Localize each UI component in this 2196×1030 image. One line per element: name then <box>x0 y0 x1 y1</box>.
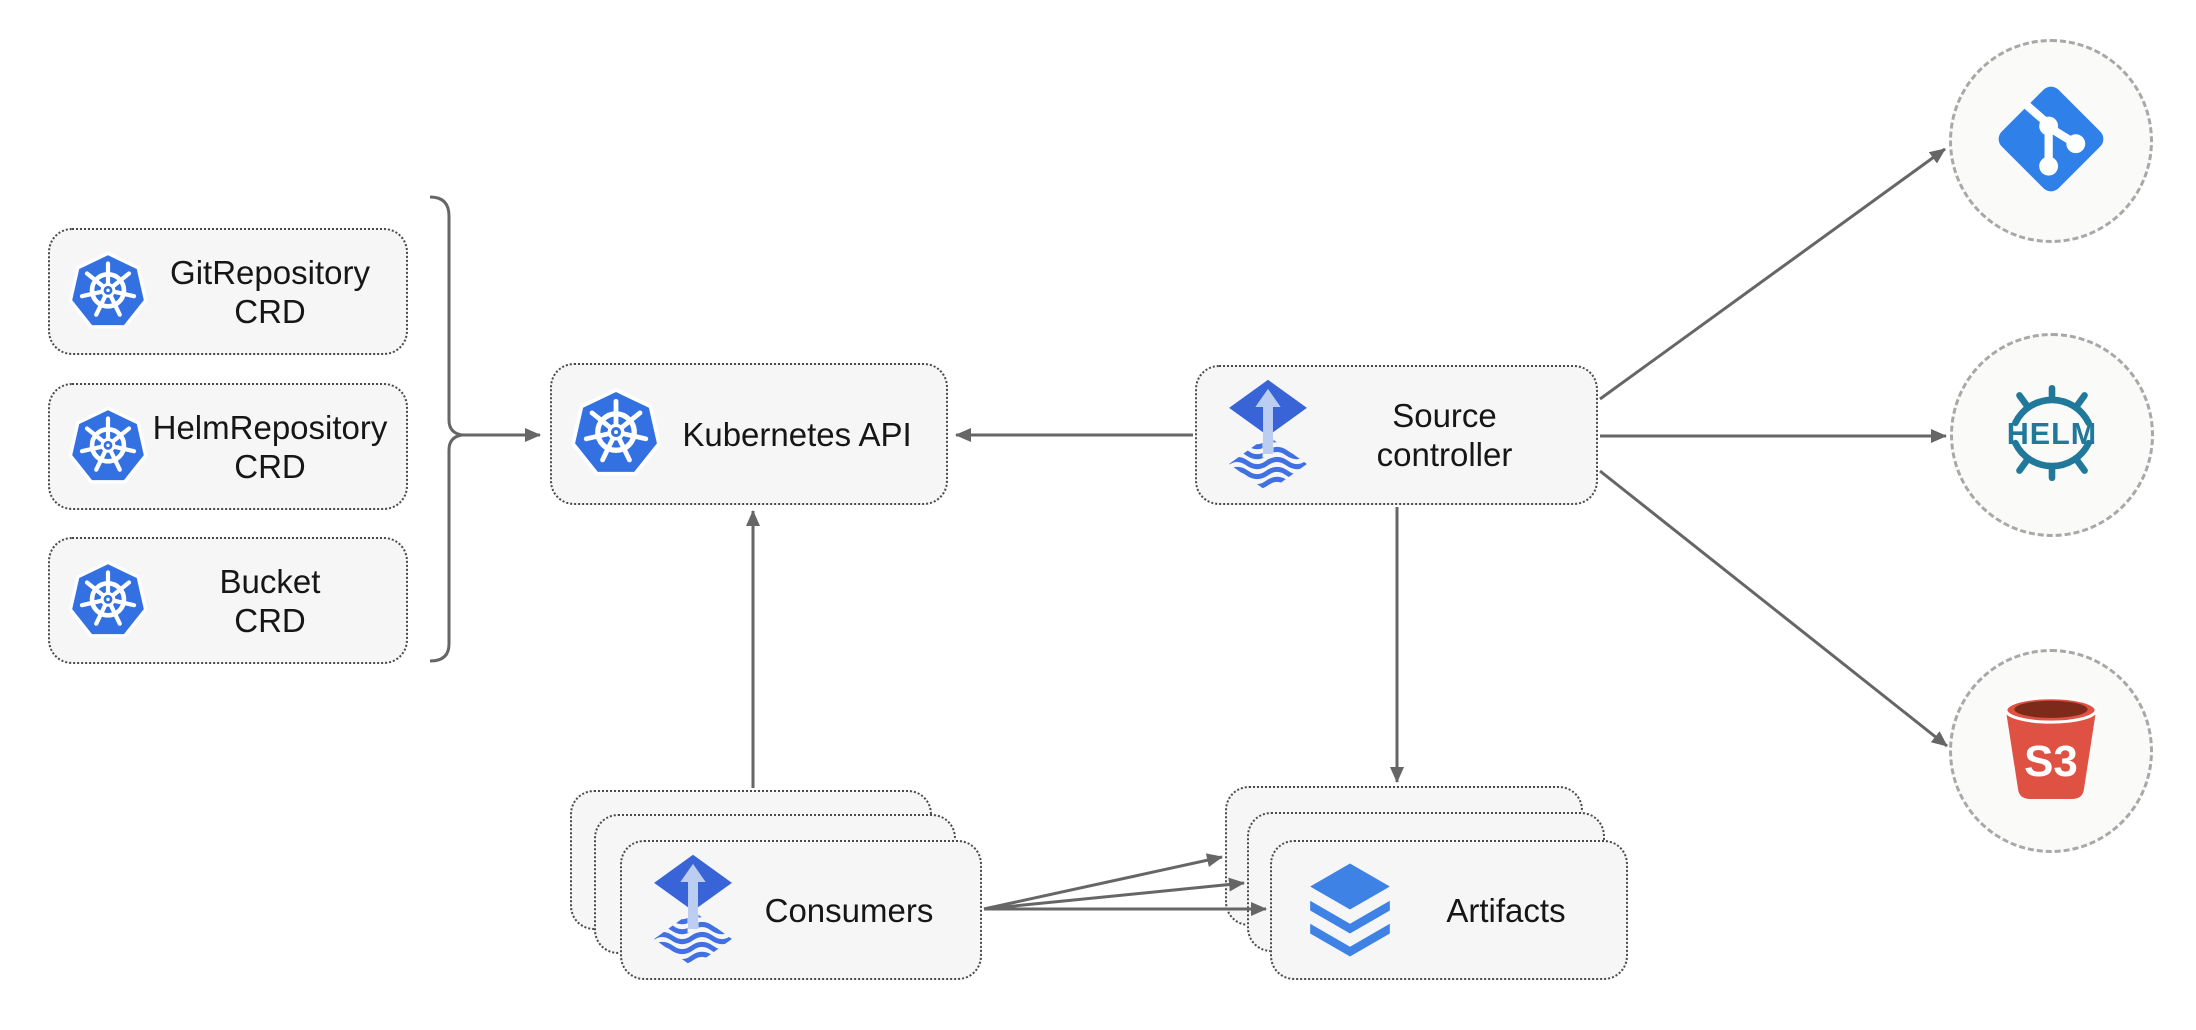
arrow-consumers-to-artifacts-middle <box>983 877 1245 911</box>
arrow-source-controller-to-git <box>1599 147 1946 401</box>
node-label: Kubernetes API <box>682 415 912 453</box>
kubernetes-icon <box>66 248 150 336</box>
arrow-source-controller-to-s3 <box>1599 469 1948 748</box>
svg-text:S3: S3 <box>2024 736 2078 785</box>
flux-icon <box>652 853 734 967</box>
git-icon <box>1992 80 2110 203</box>
crd-group-bracket <box>429 195 463 663</box>
svg-text:HELM: HELM <box>2007 417 2097 451</box>
flux-icon <box>1227 378 1309 492</box>
kubernetes-icon <box>66 557 150 645</box>
kubernetes-icon <box>568 384 664 484</box>
helm-target-circle: HELM <box>1950 333 2154 537</box>
kubernetes-icon <box>66 403 150 491</box>
node-artifacts: Artifacts <box>1270 840 1628 980</box>
node-label: Consumers <box>764 891 934 929</box>
s3-bucket-icon: S3 <box>1990 688 2112 815</box>
git-target-circle <box>1949 39 2153 243</box>
arrow-consumers-to-artifacts-back <box>983 853 1223 911</box>
node-label: Artifacts <box>1446 891 1566 929</box>
s3-target-circle: S3 <box>1949 649 2153 853</box>
helm-icon: HELM <box>1991 382 2113 489</box>
node-consumers: Consumers <box>620 840 982 980</box>
layers-icon <box>1298 860 1402 960</box>
node-kubernetes-api: Kubernetes API <box>550 363 948 505</box>
